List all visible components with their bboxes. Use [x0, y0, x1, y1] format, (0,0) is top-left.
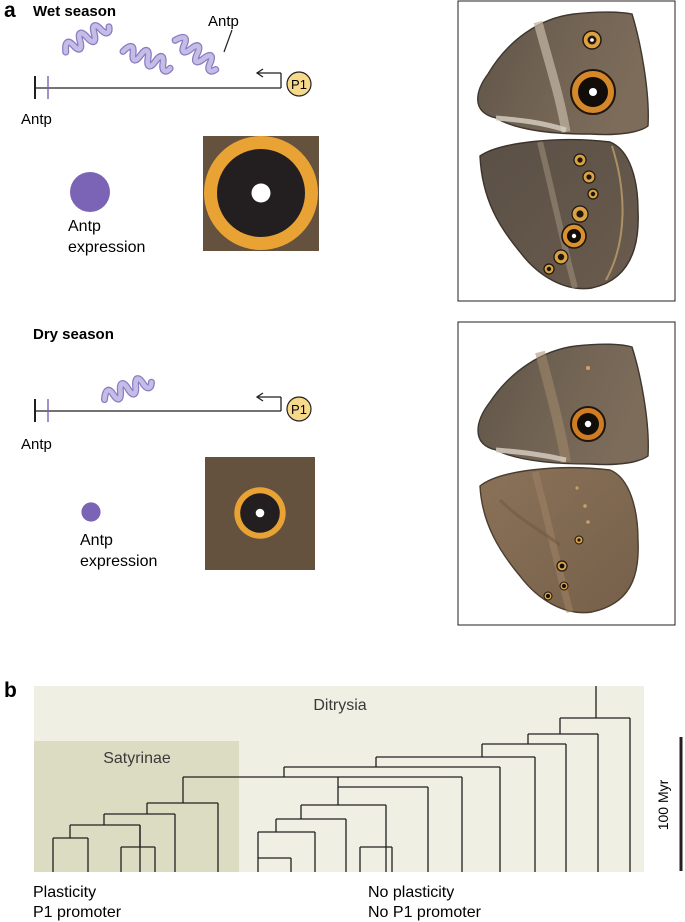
dry-antp-expression-dot — [81, 502, 101, 522]
panel-a-letter: a — [4, 0, 16, 22]
wet-antp-expression-dot — [70, 172, 110, 212]
scale-bar-label: 100 Myr — [655, 779, 671, 830]
dry-eyespot-model — [205, 457, 315, 570]
wet-protein-label: Antp — [208, 13, 239, 30]
dry-season-title: Dry season — [33, 326, 114, 343]
dry-forewing-image — [477, 343, 649, 466]
plasticity-label: Plasticity — [33, 884, 96, 901]
satyrinae-clade-region — [34, 741, 239, 872]
wet-gene-label: Antp — [21, 111, 52, 128]
wet-protein-helix-3 — [173, 33, 221, 74]
wet-expression-label-2: expression — [68, 239, 145, 256]
dry-gene-locus — [34, 392, 282, 422]
phylogenetic-tree — [52, 686, 631, 872]
wet-forewing-image — [477, 11, 649, 136]
dry-p1-promoter: P1 — [286, 396, 312, 422]
wet-p1-label: P1 — [291, 77, 307, 92]
satyrinae-label: Satyrinae — [103, 750, 171, 767]
wet-protein-helix-1 — [61, 20, 112, 55]
dry-expression-label-2: expression — [80, 553, 157, 570]
panel-b-letter: b — [4, 679, 17, 702]
wet-gene-locus — [34, 68, 282, 99]
no-p1-promoter-label: No P1 promoter — [368, 904, 482, 921]
dry-gene-label: Antp — [21, 436, 52, 453]
wet-season-title: Wet season — [33, 3, 116, 20]
p1-promoter-label: P1 promoter — [33, 904, 122, 921]
tree-branch-top — [560, 717, 631, 872]
wet-hindwing-eyespots — [543, 153, 599, 275]
wet-protein-helix-2 — [122, 42, 173, 73]
ditrysia-label: Ditrysia — [313, 697, 366, 714]
dry-expression-label-1: Antp — [80, 532, 113, 549]
wet-protein-pointer — [223, 29, 233, 53]
wet-expression-label-1: Antp — [68, 218, 101, 235]
no-plasticity-label: No plasticity — [368, 884, 454, 901]
wet-hindwing-image — [479, 138, 639, 290]
wet-p1-promoter: P1 — [286, 71, 312, 97]
dry-protein-helix — [101, 375, 153, 403]
wet-eyespot-model — [203, 136, 319, 251]
dry-hindwing-eyespots — [543, 486, 590, 601]
dry-p1-label: P1 — [291, 402, 307, 417]
dry-hindwing-image — [479, 467, 639, 614]
